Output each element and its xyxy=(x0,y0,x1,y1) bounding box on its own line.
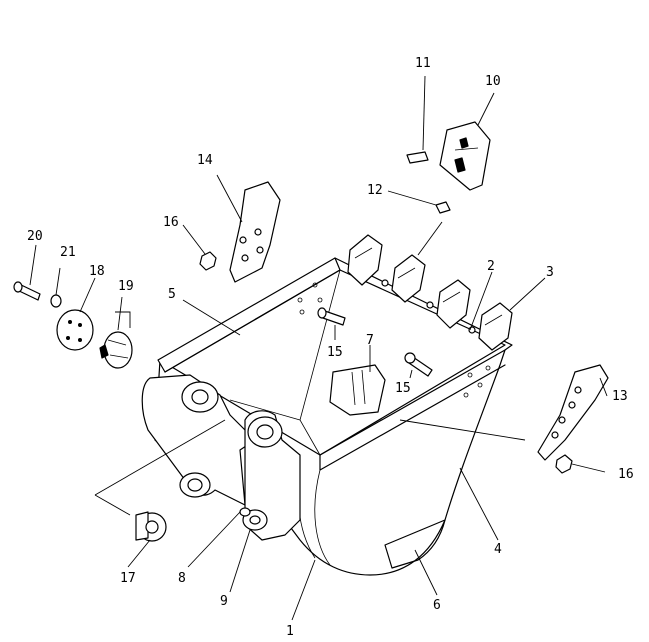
callout-18: 18 xyxy=(89,264,105,279)
callout-14: 14 xyxy=(197,153,213,168)
callout-7: 7 xyxy=(366,333,374,348)
bolt-plate xyxy=(56,309,94,351)
tooth-pin xyxy=(406,151,429,164)
nut-left xyxy=(199,251,217,271)
inner-liner-plate xyxy=(329,364,386,416)
callout-15-lower: 15 xyxy=(395,381,411,396)
bolt-upper xyxy=(317,307,346,326)
callout-9: 9 xyxy=(220,594,228,609)
callout-15-upper: 15 xyxy=(327,345,343,360)
tooth-point xyxy=(439,121,491,191)
callout-19: 19 xyxy=(118,279,134,294)
callout-20: 20 xyxy=(27,229,43,244)
tooth-lock xyxy=(435,201,451,214)
callout-labels: 1 2 3 4 5 6 7 8 9 10 11 12 13 14 15 15 1… xyxy=(27,56,634,639)
callout-3: 3 xyxy=(546,265,554,280)
callout-21: 21 xyxy=(60,245,76,260)
callout-13: 13 xyxy=(612,389,628,404)
callout-8: 8 xyxy=(178,571,186,586)
callout-5: 5 xyxy=(168,287,176,302)
callout-6: 6 xyxy=(433,598,441,613)
callout-16-right: 16 xyxy=(618,467,634,482)
callout-2: 2 xyxy=(487,259,495,274)
callout-4: 4 xyxy=(494,542,502,557)
washer xyxy=(50,294,62,308)
callout-1: 1 xyxy=(286,624,294,637)
bushing xyxy=(135,511,167,542)
wear-plate xyxy=(384,519,446,569)
callout-17: 17 xyxy=(120,571,136,586)
side-cutter-right xyxy=(537,364,609,461)
callout-12: 12 xyxy=(367,183,383,198)
leader-lines xyxy=(29,75,608,621)
callout-10: 10 xyxy=(485,74,501,89)
callout-11: 11 xyxy=(415,56,431,71)
nut-right xyxy=(555,454,573,474)
tooth-adapters xyxy=(347,234,513,351)
bolt-small xyxy=(13,281,41,301)
side-cutter-left xyxy=(229,181,281,283)
shims xyxy=(99,331,133,369)
link-brackets xyxy=(141,374,301,541)
callout-16-left: 16 xyxy=(163,215,179,230)
bucket-rim xyxy=(164,269,506,456)
bolt-lower xyxy=(404,352,433,377)
